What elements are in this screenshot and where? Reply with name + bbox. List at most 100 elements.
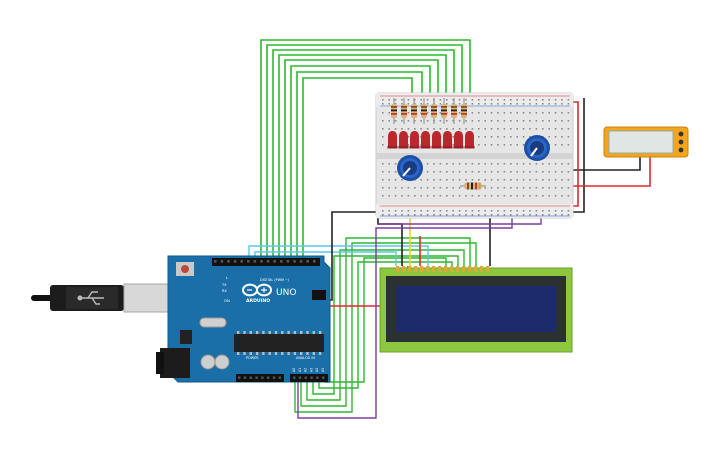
rail-hole[interactable] <box>446 214 448 216</box>
breadboard-hole[interactable] <box>446 195 448 197</box>
breadboard-hole[interactable] <box>394 128 397 130</box>
multimeter-port-a[interactable] <box>678 131 684 137</box>
breadboard-hole[interactable] <box>439 171 442 173</box>
rail-hole[interactable] <box>561 103 563 105</box>
rail-hole[interactable] <box>401 99 403 101</box>
multimeter-port-com[interactable] <box>678 147 684 153</box>
power-pin[interactable] <box>238 376 241 379</box>
rail-hole[interactable] <box>542 214 544 216</box>
breadboard-hole[interactable] <box>458 195 461 197</box>
analog-pin[interactable] <box>316 376 319 379</box>
breadboard-hole[interactable] <box>554 163 557 165</box>
breadboard-hole[interactable] <box>535 120 538 122</box>
breadboard-hole[interactable] <box>554 144 557 146</box>
breadboard-hole[interactable] <box>554 120 557 122</box>
rail-hole[interactable] <box>401 214 403 216</box>
breadboard-hole[interactable] <box>567 179 570 181</box>
breadboard-hole[interactable] <box>510 136 512 138</box>
breadboard-hole[interactable] <box>439 112 442 114</box>
breadboard-hole[interactable] <box>503 179 506 181</box>
breadboard-hole[interactable] <box>465 163 467 165</box>
breadboard-hole[interactable] <box>414 128 416 130</box>
rail-hole[interactable] <box>458 214 461 216</box>
rail-hole[interactable] <box>382 214 384 216</box>
breadboard-hole[interactable] <box>510 163 512 165</box>
breadboard-hole[interactable] <box>516 187 518 189</box>
digital-pin[interactable] <box>299 260 303 263</box>
lcd-pin[interactable] <box>414 266 418 272</box>
breadboard-hole[interactable] <box>446 187 448 189</box>
rail-hole[interactable] <box>458 103 461 105</box>
rail-hole[interactable] <box>529 103 531 105</box>
breadboard-hole[interactable] <box>382 187 384 189</box>
digital-pin[interactable] <box>260 260 263 263</box>
breadboard-hole[interactable] <box>394 171 397 173</box>
breadboard-hole[interactable] <box>510 144 512 146</box>
breadboard-hole[interactable] <box>388 187 390 189</box>
digital-pin[interactable] <box>293 260 296 263</box>
power-pin[interactable] <box>249 376 252 379</box>
led-8[interactable] <box>464 131 475 149</box>
rail-hole[interactable] <box>561 214 563 216</box>
rail-hole[interactable] <box>567 103 570 105</box>
breadboard-hole[interactable] <box>529 136 531 138</box>
rail-hole[interactable] <box>497 214 499 216</box>
rail-hole[interactable] <box>382 210 384 212</box>
breadboard-hole[interactable] <box>529 179 531 181</box>
rail-hole[interactable] <box>484 214 486 216</box>
wire-lcd-3[interactable] <box>306 249 465 401</box>
breadboard-hole[interactable] <box>401 187 403 189</box>
rail-hole[interactable] <box>426 214 429 216</box>
wire-led-8[interactable] <box>302 77 413 262</box>
breadboard-hole[interactable] <box>510 195 512 197</box>
rail-hole[interactable] <box>503 99 506 101</box>
rail-hole[interactable] <box>478 210 480 212</box>
breadboard-hole[interactable] <box>471 171 474 173</box>
rail-hole[interactable] <box>452 103 454 105</box>
breadboard-hole[interactable] <box>516 179 518 181</box>
breadboard-hole[interactable] <box>535 112 538 114</box>
rail-hole[interactable] <box>401 210 403 212</box>
breadboard-hole[interactable] <box>414 195 416 197</box>
rail-hole[interactable] <box>420 214 422 216</box>
multimeter-port-v[interactable] <box>678 139 684 145</box>
rail-hole[interactable] <box>535 210 538 212</box>
rail-hole[interactable] <box>426 103 429 105</box>
rail-hole[interactable] <box>503 210 506 212</box>
rail-hole[interactable] <box>497 103 499 105</box>
breadboard-hole[interactable] <box>510 120 512 122</box>
breadboard-hole[interactable] <box>388 112 390 114</box>
led-resistor[interactable] <box>401 98 407 124</box>
digital-pin[interactable] <box>233 260 237 263</box>
breadboard-hole[interactable] <box>407 120 410 122</box>
breadboard-hole[interactable] <box>510 112 512 114</box>
breadboard-hole[interactable] <box>561 195 563 197</box>
rail-hole[interactable] <box>465 214 467 216</box>
breadboard-hole[interactable] <box>401 179 403 181</box>
breadboard-hole[interactable] <box>382 128 384 130</box>
breadboard-hole[interactable] <box>522 112 525 114</box>
breadboard-hole[interactable] <box>548 112 550 114</box>
breadboard-hole[interactable] <box>439 179 442 181</box>
breadboard-hole[interactable] <box>382 120 384 122</box>
breadboard-hole[interactable] <box>529 128 531 130</box>
breadboard-hole[interactable] <box>433 163 435 165</box>
analog-pin[interactable] <box>310 376 313 379</box>
breadboard-hole[interactable] <box>382 179 384 181</box>
rail-hole[interactable] <box>471 99 474 101</box>
digital-pin[interactable] <box>266 260 270 263</box>
rail-hole[interactable] <box>548 103 550 105</box>
breadboard-hole[interactable] <box>471 112 474 114</box>
rail-hole[interactable] <box>503 214 506 216</box>
breadboard-hole[interactable] <box>516 163 518 165</box>
rail-hole[interactable] <box>567 210 570 212</box>
breadboard-hole[interactable] <box>542 163 544 165</box>
rail-hole[interactable] <box>388 210 390 212</box>
breadboard-hole[interactable] <box>542 112 544 114</box>
led-resistor[interactable] <box>421 98 427 124</box>
rail-hole[interactable] <box>522 99 525 101</box>
wire-purple-1[interactable] <box>297 210 513 419</box>
breadboard-hole[interactable] <box>567 163 570 165</box>
breadboard-hole[interactable] <box>497 136 499 138</box>
breadboard-hole[interactable] <box>561 144 563 146</box>
